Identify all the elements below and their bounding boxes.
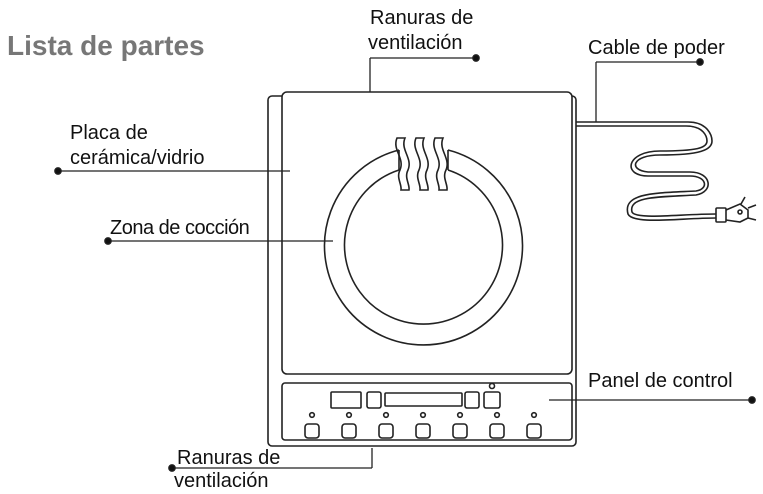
leader-lines [54,54,756,472]
cooking-zone [323,137,524,346]
control-display [330,382,501,409]
power-cable [576,121,757,223]
label-plate-line2: cerámica/vidrio [70,147,205,169]
control-buttons [304,411,542,439]
label-bottom-vents-line1: Ranuras de [177,447,281,469]
label-bottom-vents-line2: ventilación [174,470,269,492]
diagram-title: Lista de partes [7,30,205,61]
ceramic-glass-plate [281,91,573,375]
label-top-vents-line1: Ranuras de [370,7,474,29]
control-panel [281,382,573,441]
label-top-vents-line2: ventilación [368,32,463,54]
label-control-panel: Panel de control [588,370,733,392]
label-plate-line1: Placa de [70,122,148,144]
label-power-cable: Cable de poder [588,37,725,59]
label-cooking-zone: Zona de cocción [110,217,250,239]
